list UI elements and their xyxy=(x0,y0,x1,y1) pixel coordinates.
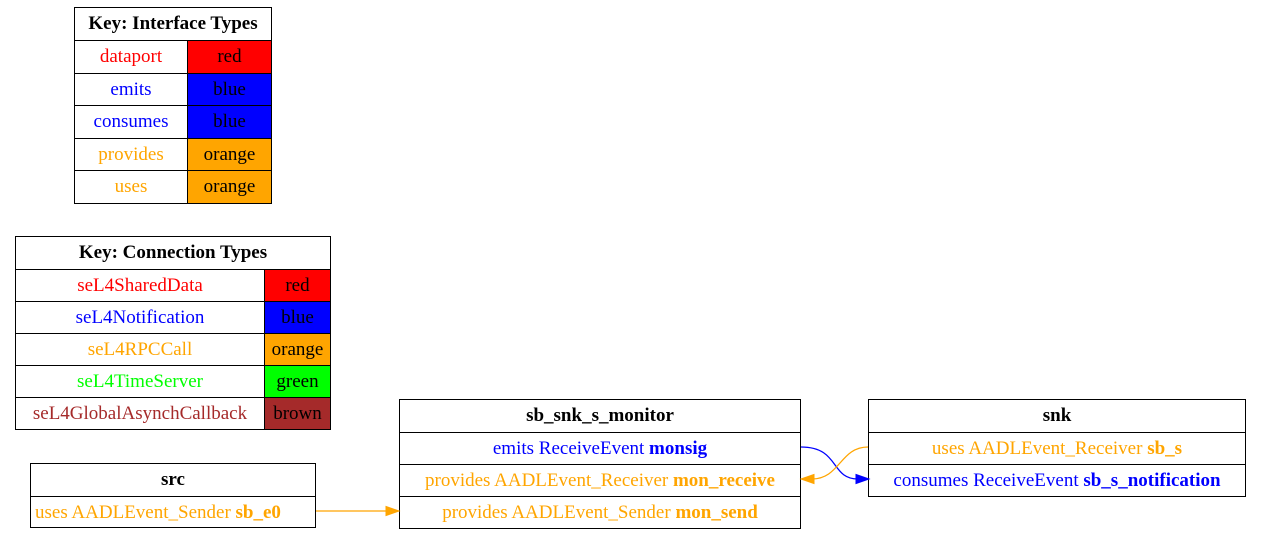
interface-key-name: provides xyxy=(98,143,164,165)
component-snk: snk uses AADLEvent_Receiver sb_s consume… xyxy=(868,399,1246,497)
connection-key-row-notification: seL4Notification blue xyxy=(16,301,330,333)
component-title: snk xyxy=(1042,405,1072,426)
port-sb-e0: uses AADLEvent_Sender sb_e0 xyxy=(31,496,315,528)
interface-key-row-uses: uses orange xyxy=(75,170,271,203)
color-swatch: green xyxy=(264,366,330,397)
color-swatch: blue xyxy=(187,106,271,138)
interface-key-name: uses xyxy=(114,176,148,197)
port-name: sb_s_notification xyxy=(1083,470,1221,491)
color-swatch: red xyxy=(264,270,330,301)
port-name: monsig xyxy=(649,437,708,459)
port-signature: provides AADLEvent_Receiver xyxy=(425,469,673,491)
color-swatch: red xyxy=(187,41,271,73)
connection-key-name: seL4RPCCall xyxy=(87,338,193,360)
interface-types-key: Key: Interface Types dataport red emits … xyxy=(74,7,272,204)
interface-key-row-emits: emits blue xyxy=(75,73,271,105)
port-sb-s: uses AADLEvent_Receiver sb_s xyxy=(869,432,1245,464)
component-title: src xyxy=(161,469,185,490)
port-name: mon_send xyxy=(675,502,758,523)
connection-key-name: seL4TimeServer xyxy=(77,370,203,392)
arrowhead xyxy=(799,473,815,485)
edge-monsig-to-sb-s-notification xyxy=(800,446,859,480)
connection-key-row-asynchcallback: seL4GlobalAsynchCallback brown xyxy=(16,397,330,429)
port-mon-send: provides AADLEvent_Sender mon_send xyxy=(400,496,800,529)
connection-types-key: Key: Connection Types seL4SharedData red… xyxy=(15,236,331,430)
port-signature: provides AADLEvent_Sender xyxy=(442,502,676,523)
connection-key-row-rpccall: seL4RPCCall orange xyxy=(16,333,330,365)
connection-key-title: Key: Connection Types xyxy=(78,242,268,263)
port-signature: emits ReceiveEvent xyxy=(492,437,650,459)
interface-key-title: Key: Interface Types xyxy=(88,13,258,34)
interface-key-name: emits xyxy=(110,78,152,100)
color-swatch: orange xyxy=(264,334,330,365)
connection-key-name: seL4GlobalAsynchCallback xyxy=(32,402,248,424)
component-src: src uses AADLEvent_Sender sb_e0 xyxy=(30,463,316,528)
port-signature: uses AADLEvent_Receiver xyxy=(931,437,1148,459)
port-signature: consumes ReceiveEvent xyxy=(893,470,1084,491)
interface-key-row-consumes: consumes blue xyxy=(75,105,271,138)
connection-key-row-timeserver: seL4TimeServer green xyxy=(16,365,330,397)
color-swatch: orange xyxy=(187,139,271,170)
port-signature: uses AADLEvent_Sender xyxy=(35,501,236,523)
port-monsig: emits ReceiveEvent monsig xyxy=(400,432,800,464)
color-swatch: brown xyxy=(264,398,330,429)
connection-key-name: seL4Notification xyxy=(75,306,205,328)
color-swatch: blue xyxy=(187,74,271,105)
port-sb-s-notification: consumes ReceiveEvent sb_s_notification xyxy=(869,464,1245,497)
interface-key-name: dataport xyxy=(99,46,163,67)
interface-key-name: consumes xyxy=(93,111,169,132)
port-name: sb_s xyxy=(1147,437,1183,459)
port-name: mon_receive xyxy=(672,469,775,491)
edge-sb-s-to-mon-receive xyxy=(811,446,869,480)
port-mon-receive: provides AADLEvent_Receiver mon_receive xyxy=(400,464,800,496)
arrowhead xyxy=(385,505,401,517)
interface-key-row-provides: provides orange xyxy=(75,138,271,170)
color-swatch: blue xyxy=(264,302,330,333)
interface-key-row-dataport: dataport red xyxy=(75,40,271,73)
arrowhead xyxy=(855,473,871,485)
color-swatch: orange xyxy=(187,171,271,203)
component-sb-snk-s-monitor: sb_snk_s_monitor emits ReceiveEvent mons… xyxy=(399,399,801,529)
port-name: sb_e0 xyxy=(235,501,281,523)
component-title: sb_snk_s_monitor xyxy=(526,405,674,426)
connection-key-row-shareddata: seL4SharedData red xyxy=(16,269,330,301)
connection-key-name: seL4SharedData xyxy=(77,274,203,296)
